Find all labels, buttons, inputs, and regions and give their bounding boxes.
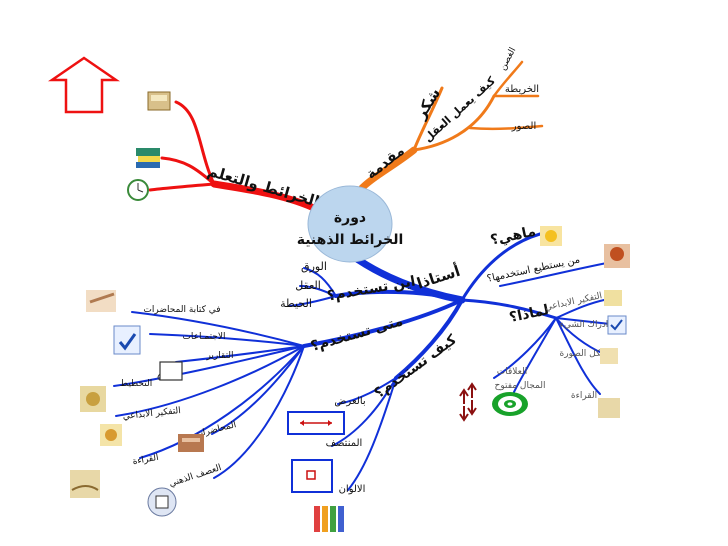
how-label-middle: المنتصف: [326, 438, 363, 449]
middle-page-icon: [291, 459, 333, 493]
picture-icon: [600, 348, 618, 364]
planning-icon: [80, 386, 106, 412]
lightbulb-icon: [540, 226, 562, 246]
when-label-reading: القراءة: [132, 453, 160, 467]
why-label-picture: شكل الصورة: [560, 349, 609, 359]
clock-icon: [127, 179, 149, 201]
hand-writing-icon: [86, 290, 116, 312]
scroll-icon: [157, 361, 183, 381]
arrows-icon: [459, 382, 477, 422]
when-label-reports: التقارير: [205, 351, 233, 361]
target-icon: [492, 392, 528, 416]
how-label-colors: الالوان: [339, 484, 366, 495]
intro-label-images: الصور: [511, 121, 537, 132]
branch-intro: [358, 60, 544, 192]
why-label-open: المجال مفتوح: [495, 381, 546, 391]
creative-icon: [100, 424, 122, 446]
branch-label-when: متى تستخدم؟: [309, 313, 405, 355]
landscape-page-icon: [287, 411, 345, 435]
brainstorm-icon: [147, 487, 177, 517]
reading-small-icon: [598, 398, 620, 418]
when-label-brainstorm: العصف الذهني: [168, 463, 223, 489]
how-label-landscape: بالعرض: [334, 396, 365, 407]
why-label-whole: ادراك الشيء: [560, 320, 609, 330]
branch-maps-learning: [148, 100, 322, 214]
branch-label-teachers: أستاذا: [414, 261, 462, 293]
branch-label-how: كيف تستخدم؟: [372, 331, 461, 402]
why-label-who: من يستطيع استخدمها؟: [486, 254, 581, 284]
when-label-meetings: الاجتمـاعات: [182, 332, 225, 342]
when-label-lectures-writing: في كتابة المحاضرات: [143, 305, 220, 315]
where-label-paper: الورق: [301, 260, 327, 273]
when-label-creative: التفكير الابداعي: [122, 406, 181, 422]
intro-label-thanks: شكر: [411, 85, 444, 123]
where-label-mind: العقل: [295, 279, 321, 292]
book-reading-icon: [70, 470, 100, 498]
intro-label-map: الخريطة: [505, 84, 539, 95]
icon-notebook: [147, 91, 171, 111]
why-label-relations: العلاقات: [497, 367, 527, 377]
when-label-planning: التخطيط: [120, 379, 152, 389]
center-title-line1: دورة: [334, 210, 366, 226]
lecture-hall-icon: [178, 434, 204, 452]
creative-small-icon: [604, 290, 622, 306]
where-label-wall: الحيطة: [280, 297, 312, 310]
why-label-reading: القراءة: [571, 391, 597, 401]
people-icon: [604, 244, 630, 268]
branch-label-where: اين تستخدم؟: [326, 273, 417, 304]
check-small-icon: [607, 315, 627, 335]
branch-why: [493, 261, 613, 395]
center-node: [307, 185, 393, 263]
branch-how: [331, 377, 397, 491]
pencils-icon: [314, 506, 344, 532]
icon-books: [136, 148, 160, 168]
checklist-icon: [113, 325, 141, 355]
branch-when: [113, 311, 305, 479]
center-title-line2: الخرائط الذهنية: [297, 232, 404, 248]
up-arrow-icon: [47, 56, 121, 114]
